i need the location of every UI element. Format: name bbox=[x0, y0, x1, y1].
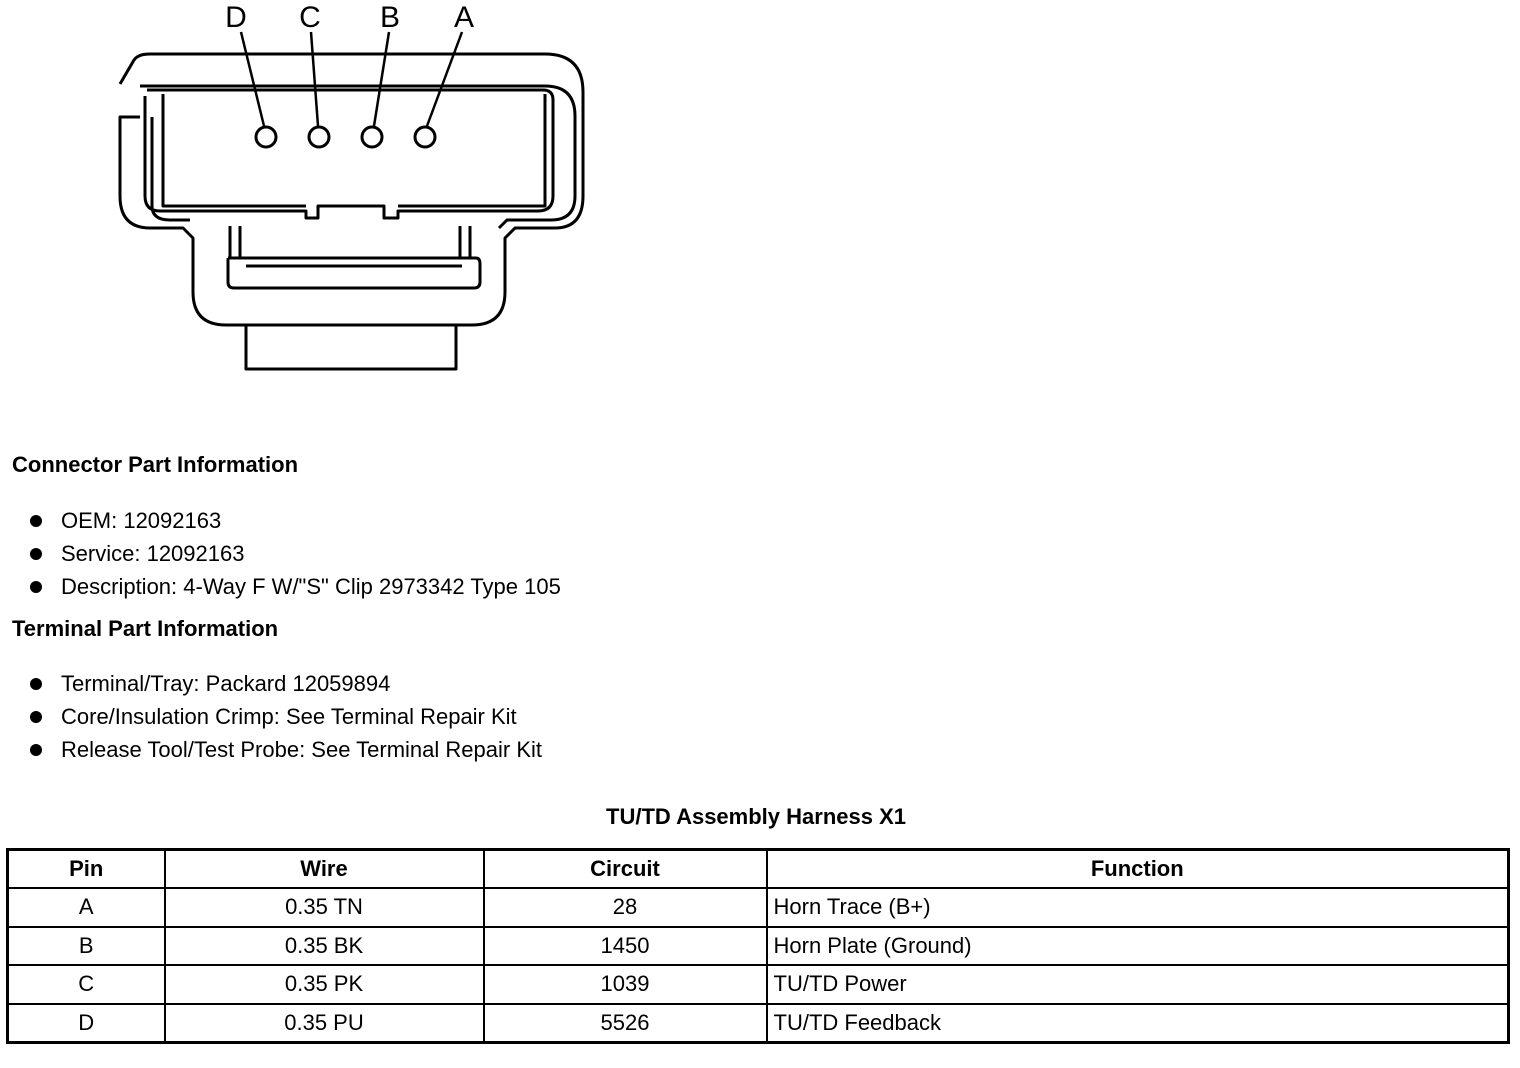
table-row: D 0.35 PU 5526 TU/TD Feedback bbox=[6, 1002, 1510, 1043]
cell-pin: D bbox=[6, 1002, 166, 1043]
cell-pin: B bbox=[6, 925, 166, 966]
table-row: B 0.35 BK 1450 Horn Plate (Ground) bbox=[6, 925, 1510, 966]
cell-wire: 0.35 PU bbox=[163, 1002, 485, 1043]
cell-circuit: 1039 bbox=[482, 964, 768, 1005]
list-item-text: Core/Insulation Crimp: See Terminal Repa… bbox=[61, 704, 517, 729]
cell-function: Horn Trace (B+) bbox=[765, 887, 1510, 928]
bullet-icon bbox=[30, 581, 42, 593]
list-item: Core/Insulation Crimp: See Terminal Repa… bbox=[28, 700, 542, 733]
cell-wire: 0.35 PK bbox=[163, 964, 485, 1005]
bullet-icon bbox=[30, 678, 42, 690]
cell-wire: 0.35 BK bbox=[163, 925, 485, 966]
terminal-info-list: Terminal/Tray: Packard 12059894 Core/Ins… bbox=[28, 667, 542, 766]
pin-label-c: C bbox=[299, 1, 321, 34]
connector-info-heading: Connector Part Information bbox=[12, 452, 299, 477]
bullet-icon bbox=[30, 744, 42, 756]
pin-label-d: D bbox=[225, 1, 247, 34]
list-item: OEM: 12092163 bbox=[28, 504, 561, 537]
list-item: Service: 12092163 bbox=[28, 537, 561, 570]
cell-function: Horn Plate (Ground) bbox=[765, 925, 1510, 966]
table-header-row: Pin Wire Circuit Function bbox=[6, 848, 1510, 889]
cell-wire: 0.35 TN bbox=[163, 887, 485, 928]
list-item-text: Terminal/Tray: Packard 12059894 bbox=[61, 671, 391, 696]
list-item: Terminal/Tray: Packard 12059894 bbox=[28, 667, 542, 700]
cell-circuit: 5526 bbox=[482, 1002, 768, 1043]
cell-circuit: 28 bbox=[482, 887, 768, 928]
column-header-circuit: Circuit bbox=[482, 848, 768, 889]
cell-pin: A bbox=[6, 887, 166, 928]
bullet-icon bbox=[30, 548, 42, 560]
list-item: Release Tool/Test Probe: See Terminal Re… bbox=[28, 733, 542, 766]
pin-label-b: B bbox=[380, 1, 400, 34]
column-header-wire: Wire bbox=[163, 848, 485, 889]
harness-table: Pin Wire Circuit Function A 0.35 TN 28 H… bbox=[6, 848, 1510, 1044]
terminal-info-heading: Terminal Part Information bbox=[12, 616, 279, 641]
cell-function: TU/TD Power bbox=[765, 964, 1510, 1005]
connector-face-diagram: D C B A bbox=[118, 1, 585, 371]
bullet-icon bbox=[30, 515, 42, 527]
column-header-function: Function bbox=[765, 848, 1510, 889]
bullet-icon bbox=[30, 711, 42, 723]
list-item: Description: 4-Way F W/"S" Clip 2973342 … bbox=[28, 570, 561, 603]
table-row: A 0.35 TN 28 Horn Trace (B+) bbox=[6, 887, 1510, 928]
table-title: TU/TD Assembly Harness X1 bbox=[606, 804, 906, 829]
cell-function: TU/TD Feedback bbox=[765, 1002, 1510, 1043]
list-item-text: Description: 4-Way F W/"S" Clip 2973342 … bbox=[61, 574, 561, 599]
cell-pin: C bbox=[6, 964, 166, 1005]
cell-circuit: 1450 bbox=[482, 925, 768, 966]
column-header-pin: Pin bbox=[6, 848, 166, 889]
list-item-text: OEM: 12092163 bbox=[61, 508, 222, 533]
connector-info-list: OEM: 12092163 Service: 12092163 Descript… bbox=[28, 504, 561, 603]
table-row: C 0.35 PK 1039 TU/TD Power bbox=[6, 964, 1510, 1005]
list-item-text: Release Tool/Test Probe: See Terminal Re… bbox=[61, 737, 542, 762]
pin-label-a: A bbox=[454, 1, 474, 34]
list-item-text: Service: 12092163 bbox=[61, 541, 245, 566]
